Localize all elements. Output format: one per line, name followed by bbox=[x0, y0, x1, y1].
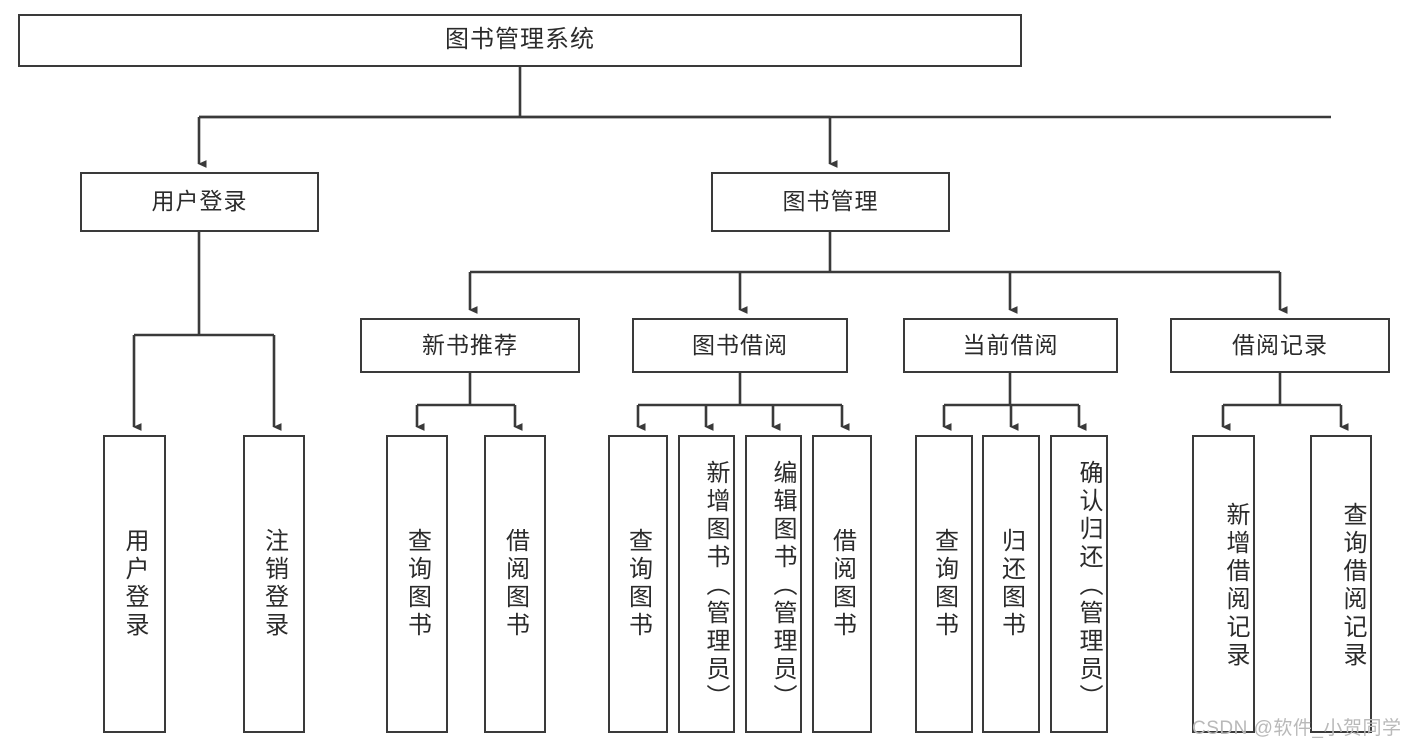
leaf-node-query-book-current[interactable]: 查询图书 bbox=[915, 435, 973, 733]
node-root-label: 图书管理系统 bbox=[445, 26, 595, 54]
leaf-node-add-book-admin[interactable]: 新增图书（管理员） bbox=[678, 435, 735, 733]
node-label: 当前借阅 bbox=[962, 331, 1059, 358]
leaf-node-add-borrow-record[interactable]: 新增借阅记录 bbox=[1192, 435, 1255, 733]
leaf-label: 借阅图书 bbox=[828, 528, 856, 640]
node-label: 图书管理 bbox=[782, 188, 879, 215]
node-root-system[interactable]: 图书管理系统 bbox=[18, 14, 1022, 67]
node-label: 借阅记录 bbox=[1232, 331, 1328, 358]
leaf-node-query-book-recommend[interactable]: 查询图书 bbox=[386, 435, 448, 733]
leaf-node-confirm-return-admin[interactable]: 确认归还（管理员） bbox=[1050, 435, 1108, 733]
leaf-label: 编辑图书（管理员） bbox=[769, 460, 796, 712]
leaf-node-borrow-book[interactable]: 借阅图书 bbox=[812, 435, 872, 733]
leaf-label: 新增图书（管理员） bbox=[702, 460, 729, 712]
leaf-label: 查询图书 bbox=[403, 528, 431, 640]
leaf-label: 新增借阅记录 bbox=[1222, 502, 1249, 670]
leaf-label: 确认归还（管理员） bbox=[1075, 460, 1102, 712]
node-borrow-record[interactable]: 借阅记录 bbox=[1170, 318, 1390, 373]
node-book-management[interactable]: 图书管理 bbox=[711, 172, 950, 232]
node-current-borrow[interactable]: 当前借阅 bbox=[903, 318, 1118, 373]
leaf-node-edit-book-admin[interactable]: 编辑图书（管理员） bbox=[745, 435, 802, 733]
node-label: 新书推荐 bbox=[422, 331, 518, 358]
leaf-node-query-book-borrow[interactable]: 查询图书 bbox=[608, 435, 668, 733]
node-new-book-recommend[interactable]: 新书推荐 bbox=[360, 318, 580, 373]
leaf-label: 归还图书 bbox=[997, 528, 1025, 640]
leaf-label: 查询图书 bbox=[930, 528, 958, 640]
node-label: 图书借阅 bbox=[692, 331, 788, 358]
node-user-login[interactable]: 用户登录 bbox=[80, 172, 319, 232]
node-book-borrow[interactable]: 图书借阅 bbox=[632, 318, 848, 373]
leaf-label: 借阅图书 bbox=[501, 528, 529, 640]
leaf-label: 注销登录 bbox=[260, 528, 288, 640]
leaf-label: 用户登录 bbox=[121, 528, 148, 640]
leaf-node-borrow-book-recommend[interactable]: 借阅图书 bbox=[484, 435, 546, 733]
csdn-watermark: CSDN @软件_小贺同学 bbox=[1192, 718, 1402, 739]
leaf-label: 查询借阅记录 bbox=[1339, 502, 1366, 670]
leaf-label: 查询图书 bbox=[624, 528, 652, 640]
node-label: 用户登录 bbox=[151, 188, 248, 215]
leaf-node-query-borrow-record[interactable]: 查询借阅记录 bbox=[1310, 435, 1372, 733]
leaf-node-logout[interactable]: 注销登录 bbox=[243, 435, 305, 733]
leaf-node-return-book[interactable]: 归还图书 bbox=[982, 435, 1040, 733]
leaf-node-user-login[interactable]: 用户登录 bbox=[103, 435, 166, 733]
